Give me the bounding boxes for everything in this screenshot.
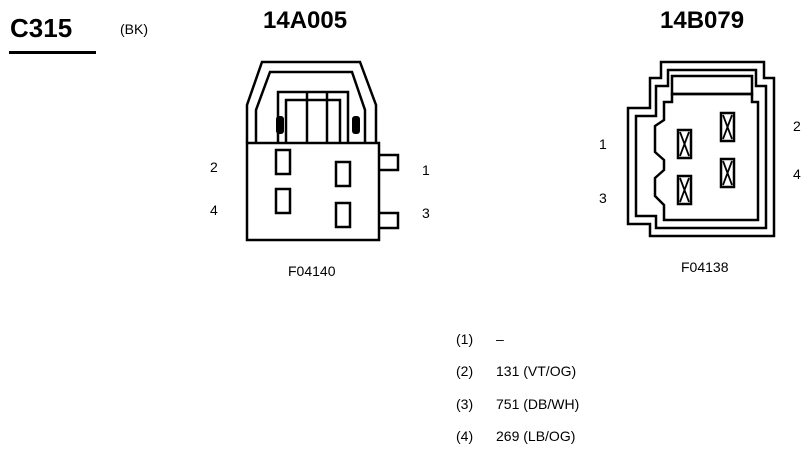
pinout-pin: (1): [456, 331, 474, 347]
pinout-pin: (2): [456, 363, 474, 379]
left-cavity-1: [334, 160, 352, 188]
left-part-number: 14A005: [263, 7, 348, 34]
right-pin-label-4: 4: [793, 166, 801, 182]
pinout-pin: (3): [456, 396, 474, 412]
left-pin-label-4: 4: [210, 202, 218, 218]
right-connector-shell: [626, 60, 776, 238]
left-cavity-4: [274, 187, 292, 215]
right-key: [670, 74, 754, 96]
left-cavity-3: [334, 201, 352, 229]
left-latch-detent-left: [276, 116, 284, 134]
left-latch-detent-right: [352, 116, 360, 134]
left-latch-outer: [245, 60, 378, 143]
pinout-circuit: 751 (DB/WH): [496, 396, 580, 412]
left-connector-drawing: [245, 60, 400, 242]
pinout-pin: (4): [456, 428, 474, 444]
right-cavity-4: [719, 157, 736, 189]
connector-color-code: (BK): [120, 21, 148, 37]
left-connector-body: [245, 141, 381, 242]
pinout-circuit: –: [496, 331, 504, 347]
left-cavity-2: [274, 148, 292, 176]
left-pin-label-1: 1: [422, 162, 430, 178]
right-connector-drawing: [626, 60, 776, 238]
right-cavity-1: [676, 128, 693, 160]
left-tab-3: [379, 211, 400, 230]
right-pin-label-1: 1: [599, 136, 607, 152]
left-pin-label-2: 2: [210, 159, 218, 175]
right-cavity-2: [719, 111, 736, 143]
pinout-circuit: 269 (LB/OG): [496, 428, 576, 444]
left-figure-code: F04140: [288, 263, 336, 279]
left-tab-1: [379, 153, 400, 172]
pinout-circuit: 131 (VT/OG): [496, 363, 577, 379]
right-part-number: 14B079: [660, 7, 745, 34]
right-cavity-3: [676, 174, 693, 206]
connector-id-underline: [9, 51, 96, 54]
right-figure-code: F04138: [681, 259, 729, 275]
right-pin-label-2: 2: [793, 118, 801, 134]
connector-id: C315: [10, 13, 73, 43]
right-pin-label-3: 3: [599, 190, 607, 206]
left-pin-label-3: 3: [422, 205, 430, 221]
